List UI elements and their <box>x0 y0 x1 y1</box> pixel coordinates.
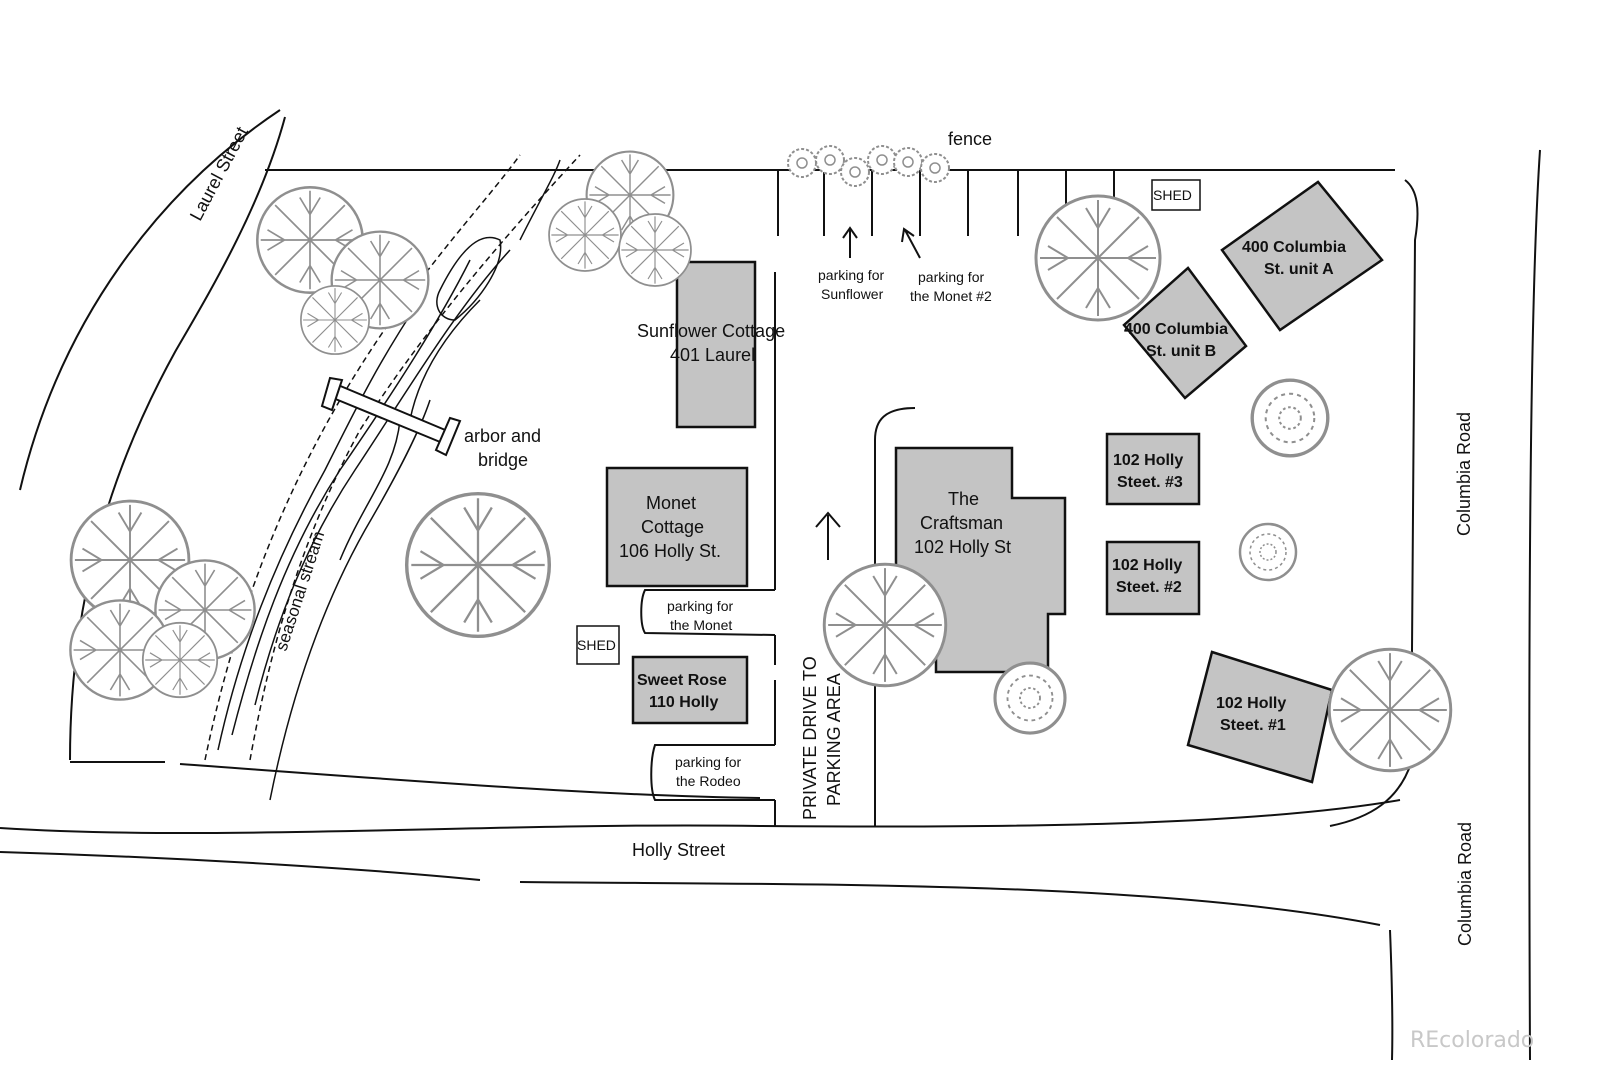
col-b-label-2: St. unit B <box>1146 343 1216 360</box>
laurel-street-west-curb <box>19 109 281 491</box>
monet-label-2: Cottage <box>641 517 704 537</box>
parking-sunflower-label-1: parking for <box>818 267 884 283</box>
parking-monet2-arrow <box>901 227 921 259</box>
building-102-holly-2 <box>1105 540 1201 616</box>
fence-label: fence <box>948 129 992 149</box>
columbia-road-label-upper: Columbia Road <box>1454 412 1474 536</box>
building-400-columbia-a <box>1220 180 1384 332</box>
parking-monet-label-1: parking for <box>667 598 733 614</box>
lot-bottom-line <box>70 761 761 799</box>
monet-label-3: 106 Holly St. <box>619 541 721 561</box>
col-b-label-1: 400 Columbia <box>1124 321 1228 338</box>
building-102-holly-3 <box>1105 432 1201 506</box>
sunflower-label-2: 401 Laurel <box>670 345 755 365</box>
columbia-road-label-lower: Columbia Road <box>1455 822 1475 946</box>
drive-label-1: PRIVATE DRIVE TO <box>800 656 820 820</box>
holly-street-north-curb <box>0 799 1401 835</box>
holly-street-label: Holly Street <box>632 840 725 860</box>
h2-label-1: 102 Holly <box>1112 557 1182 574</box>
sweet-rose <box>631 655 749 725</box>
drive-arrow <box>815 511 841 560</box>
stream-label: seasonal stream <box>272 529 329 654</box>
laurel-street-label: Laurel Street <box>186 123 252 223</box>
h2-label-2: Steet. #2 <box>1116 579 1182 596</box>
sweetrose-label-2: 110 Holly <box>649 694 718 711</box>
sunflower-label-1: Sunflower Cottage <box>637 321 785 341</box>
h3-label-2: Steet. #3 <box>1117 474 1183 491</box>
building-400-columbia-b <box>1122 266 1248 400</box>
shed-left-label: SHED <box>577 637 616 653</box>
arbor-label-2: bridge <box>478 450 528 470</box>
parking-rodeo-slot <box>650 744 775 801</box>
parking-slots <box>640 226 921 801</box>
shed-left <box>576 625 620 665</box>
arbor-label-1: arbor and <box>464 426 541 446</box>
columbia-road-west-curb <box>1404 179 1419 651</box>
craftsman-label-2: Craftsman <box>920 513 1003 533</box>
parking-monet-label-2: the Monet <box>670 617 732 633</box>
drive-label-2: PARKING AREA <box>824 673 844 806</box>
columbia-road-east-curb <box>1528 149 1541 1061</box>
parking-rodeo-label-2: the Rodeo <box>676 773 741 789</box>
col-a-label-2: St. unit A <box>1264 261 1334 278</box>
parking-monet-slot <box>640 589 776 636</box>
arbor-bridge <box>320 376 462 457</box>
labels: Laurel Street Holly Street Columbia Road… <box>186 123 1534 1053</box>
shed-right-label: SHED <box>1153 187 1192 203</box>
parking-sunflower-arrow <box>842 226 858 258</box>
craftsman-label-3: 102 Holly St <box>914 537 1011 557</box>
monet-cottage <box>605 466 749 588</box>
parking-monet2-label-2: the Monet #2 <box>910 288 992 304</box>
holly-street-south-curb <box>0 851 1381 926</box>
monet-label-1: Monet <box>646 493 696 513</box>
shed-right <box>1151 179 1201 211</box>
building-102-holly-1 <box>1186 650 1334 784</box>
parking-sunflower-label-2: Sunflower <box>821 286 884 302</box>
h1-label-1: 102 Holly <box>1216 695 1286 712</box>
sweetrose-label-1: Sweet Rose <box>637 672 727 689</box>
sunflower-cottage <box>675 260 757 429</box>
columbia-road-lower-west <box>1389 929 1394 1061</box>
watermark: REcolorado <box>1410 1028 1534 1053</box>
craftsman-label-1: The <box>948 489 979 509</box>
private-drive <box>774 272 916 826</box>
col-a-label-1: 400 Columbia <box>1242 239 1346 256</box>
parking-monet2-label-1: parking for <box>918 269 984 285</box>
h3-label-1: 102 Holly <box>1113 452 1183 469</box>
parking-rodeo-label-1: parking for <box>675 754 741 770</box>
h1-label-2: Steet. #1 <box>1220 717 1286 734</box>
